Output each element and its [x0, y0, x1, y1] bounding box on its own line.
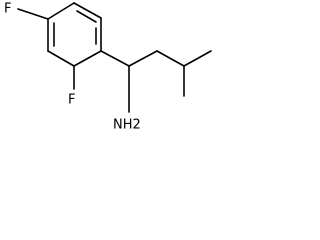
ring-to-chain-bond	[100, 50, 130, 67]
fluorine-top-label: F	[4, 2, 11, 17]
fluorine-middle-label: F	[68, 93, 75, 108]
ring-bond-4	[73, 50, 102, 67]
ring-double-bond-top	[76, 10, 97, 23]
ring-bond-2	[73, 2, 102, 19]
chain-bond-2	[156, 50, 185, 67]
ring-bond-5	[47, 50, 75, 67]
methyl-bond-up	[183, 50, 212, 67]
fluorine-top-bond	[17, 8, 49, 20]
chain-bond-1	[128, 50, 158, 67]
amine-label: NH2	[113, 118, 141, 133]
chemical-structure-diagram: F F NH2	[4, 2, 212, 133]
ring-bond-1	[47, 2, 75, 20]
